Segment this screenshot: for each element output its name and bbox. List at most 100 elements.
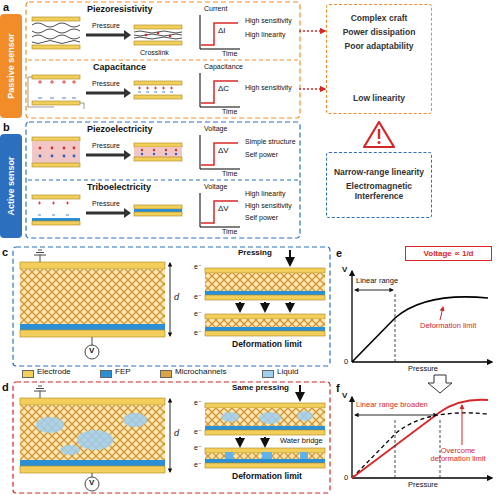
annotation-label: Time (222, 170, 237, 178)
legend-swatch (160, 370, 172, 378)
svg-path (134, 31, 182, 39)
band-label: Active sensor (6, 156, 16, 215)
svg-rect (32, 75, 80, 79)
svg-rect (205, 430, 325, 435)
svg-circle (73, 147, 76, 150)
svg-rect (262, 452, 272, 460)
svg-circle (63, 155, 66, 158)
annotation-label: d (2, 381, 9, 393)
svg-rect (205, 453, 325, 459)
annotation-label: Voltage (204, 125, 227, 133)
annotation-label: Pressure (92, 142, 120, 150)
formula-box: Voltage ∝ 1/d (405, 246, 492, 261)
svg-g (39, 147, 76, 150)
annotation-label: Time (222, 108, 237, 116)
svg-ellipse (259, 412, 281, 424)
svg-ellipse (77, 430, 113, 450)
svg-line (92, 337, 93, 345)
annotation-label: V (89, 347, 94, 356)
category-band: Passive sensor (0, 14, 22, 118)
svg-path (352, 361, 492, 362)
svg-path (38, 80, 76, 84)
svg-line (170, 263, 171, 336)
legend-text: Electrode (37, 368, 71, 377)
svg-rect (134, 81, 182, 85)
annotation-label: d (174, 429, 179, 439)
box-text: Voltage ∝ 1/d (424, 249, 474, 258)
svg-path (352, 297, 488, 362)
annotation-label: V (342, 392, 347, 401)
annotation-label: V (89, 479, 94, 488)
svg-path (138, 92, 173, 93)
svg-rect (134, 25, 182, 29)
svg-rect (300, 452, 308, 460)
svg-rect (32, 45, 80, 49)
svg-rect (205, 463, 325, 468)
svg-rect (32, 141, 80, 163)
annotation-label: Self power (245, 214, 278, 222)
svg-circle (378, 141, 381, 144)
svg-g (32, 137, 182, 167)
annotation-label: c (2, 246, 8, 258)
annotation-label: Linear range (356, 277, 398, 285)
svg-circle (165, 149, 167, 151)
svg-line (170, 399, 171, 472)
svg-path (38, 98, 76, 99)
svg-g (32, 195, 182, 225)
svg-line (355, 290, 393, 291)
svg-g (221, 411, 313, 424)
annotation-label: 0 (344, 358, 348, 366)
annotation-label: ΔC (218, 85, 229, 94)
annotation-label: High linearity (245, 190, 285, 198)
annotation-label: e⁻ (194, 444, 202, 452)
svg-circle (153, 153, 155, 155)
svg-line (440, 418, 441, 478)
svg-line (92, 473, 93, 477)
annotation-label: Pressing (238, 249, 272, 258)
row-title: Piezoresistivity (87, 4, 153, 14)
annotation-label: a (3, 1, 9, 13)
svg-circle (175, 149, 177, 151)
annotation-label: Self power (245, 151, 278, 159)
annotation-label: Pressure (408, 365, 438, 373)
svg-rect (205, 273, 325, 291)
svg-rect (205, 408, 325, 426)
svg-rect (20, 405, 165, 460)
legend-swatch (100, 370, 112, 378)
svg-ellipse (36, 417, 64, 433)
svg-rect (20, 330, 165, 337)
annotation-label: Deformation limit (232, 340, 302, 349)
annotation-label: Pressure (92, 22, 120, 30)
annotation-label: 0 (344, 474, 348, 482)
svg-rect (13, 247, 330, 366)
svg-rect (205, 291, 325, 295)
svg-polygon (364, 122, 394, 147)
svg-line (28, 180, 298, 181)
svg-circle (169, 35, 172, 38)
annotation-label: e⁻ (194, 428, 202, 436)
row-title: Capacitance (93, 62, 146, 72)
svg-path (38, 202, 69, 205)
svg-line (299, 385, 301, 400)
svg-circle (63, 147, 66, 150)
band-label: Passive sensor (6, 33, 16, 99)
annotation-label: e⁻ (194, 310, 202, 318)
svg-rect (205, 331, 325, 336)
svg-circle (153, 149, 155, 151)
svg-rect (378, 129, 380, 139)
svg-circle (141, 153, 143, 155)
svg-ellipse (221, 412, 239, 422)
annotation-label: Simple structure (245, 138, 296, 146)
annotation-label: ΔI (218, 27, 226, 36)
svg-line (239, 302, 241, 311)
svg-path (28, 77, 84, 109)
svg-g (32, 17, 182, 49)
connector-arrow (299, 88, 325, 89)
legend-text: FEP (115, 368, 131, 377)
connector-arrow (299, 30, 325, 31)
svg-line (264, 437, 266, 446)
svg-g (141, 149, 177, 151)
svg-rect (20, 269, 165, 324)
svg-rect (13, 382, 330, 493)
annotation-label: ΔV (218, 205, 229, 214)
